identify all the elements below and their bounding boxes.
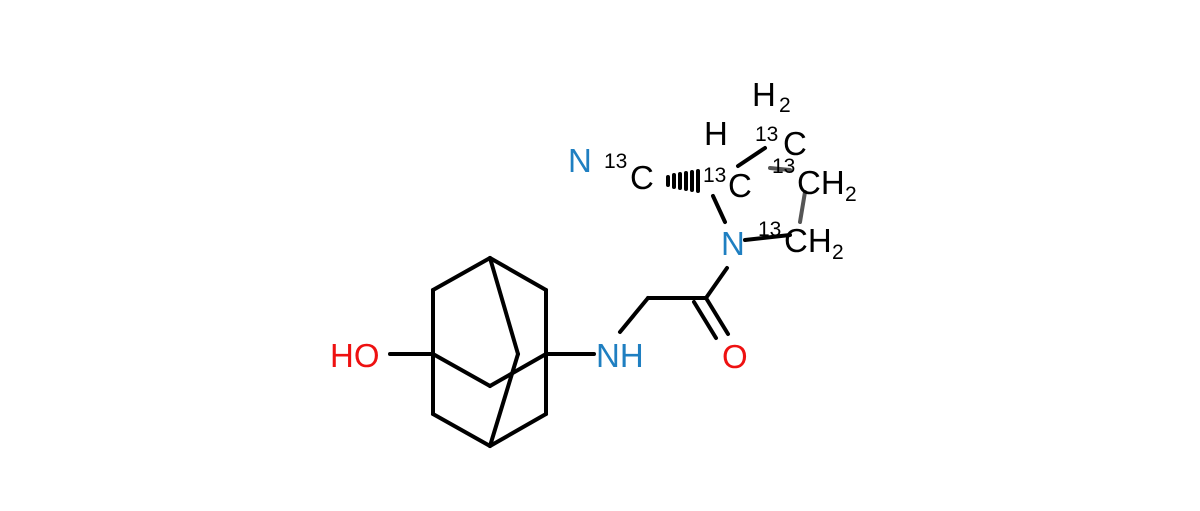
top-h-subscript: 2 (779, 94, 791, 117)
carbonyl-oxygen-label: O (722, 338, 748, 375)
chiral-carbon-label: C (728, 167, 752, 204)
bond (431, 352, 492, 388)
bond (692, 300, 718, 340)
bond (711, 194, 727, 224)
nitrile-carbon-label: C (630, 159, 654, 196)
chiral-h-label: H (704, 115, 728, 152)
bond (431, 412, 492, 448)
bond (488, 256, 548, 292)
lower-isotope-label: 13 (758, 218, 781, 241)
bond (488, 412, 548, 448)
pyrrolidine-ring (711, 146, 807, 242)
bond (704, 296, 730, 336)
lower-carbon-label: CH (784, 222, 832, 259)
bond (488, 256, 520, 356)
bond (798, 190, 807, 224)
bond (488, 352, 548, 388)
amine-label: NH (596, 337, 644, 374)
right-subscript: 2 (845, 183, 857, 206)
bond (768, 166, 792, 172)
nitrile-isotope-label: 13 (604, 150, 627, 173)
lower-subscript: 2 (832, 241, 844, 264)
adamantane-cage (431, 256, 548, 448)
bond (488, 352, 520, 448)
hydroxyl-label: HO (330, 337, 380, 374)
bond (736, 146, 767, 168)
bond (704, 266, 729, 300)
bond (618, 296, 650, 334)
right-carbon-label: CH (797, 164, 845, 201)
top-isotope-label: 13 (755, 123, 778, 146)
bond (431, 256, 492, 292)
bond (743, 233, 792, 242)
right-isotope-label: 13 (772, 155, 795, 178)
nitrile-nitrogen-label: N (568, 142, 592, 179)
top-carbon-label: C (783, 125, 807, 162)
chiral-isotope-label: 13 (703, 164, 726, 187)
ring-nitrogen-label: N (721, 225, 745, 262)
top-h-label: H (752, 76, 776, 113)
side-chain (388, 266, 730, 356)
hashed-wedge-bond (666, 169, 700, 193)
